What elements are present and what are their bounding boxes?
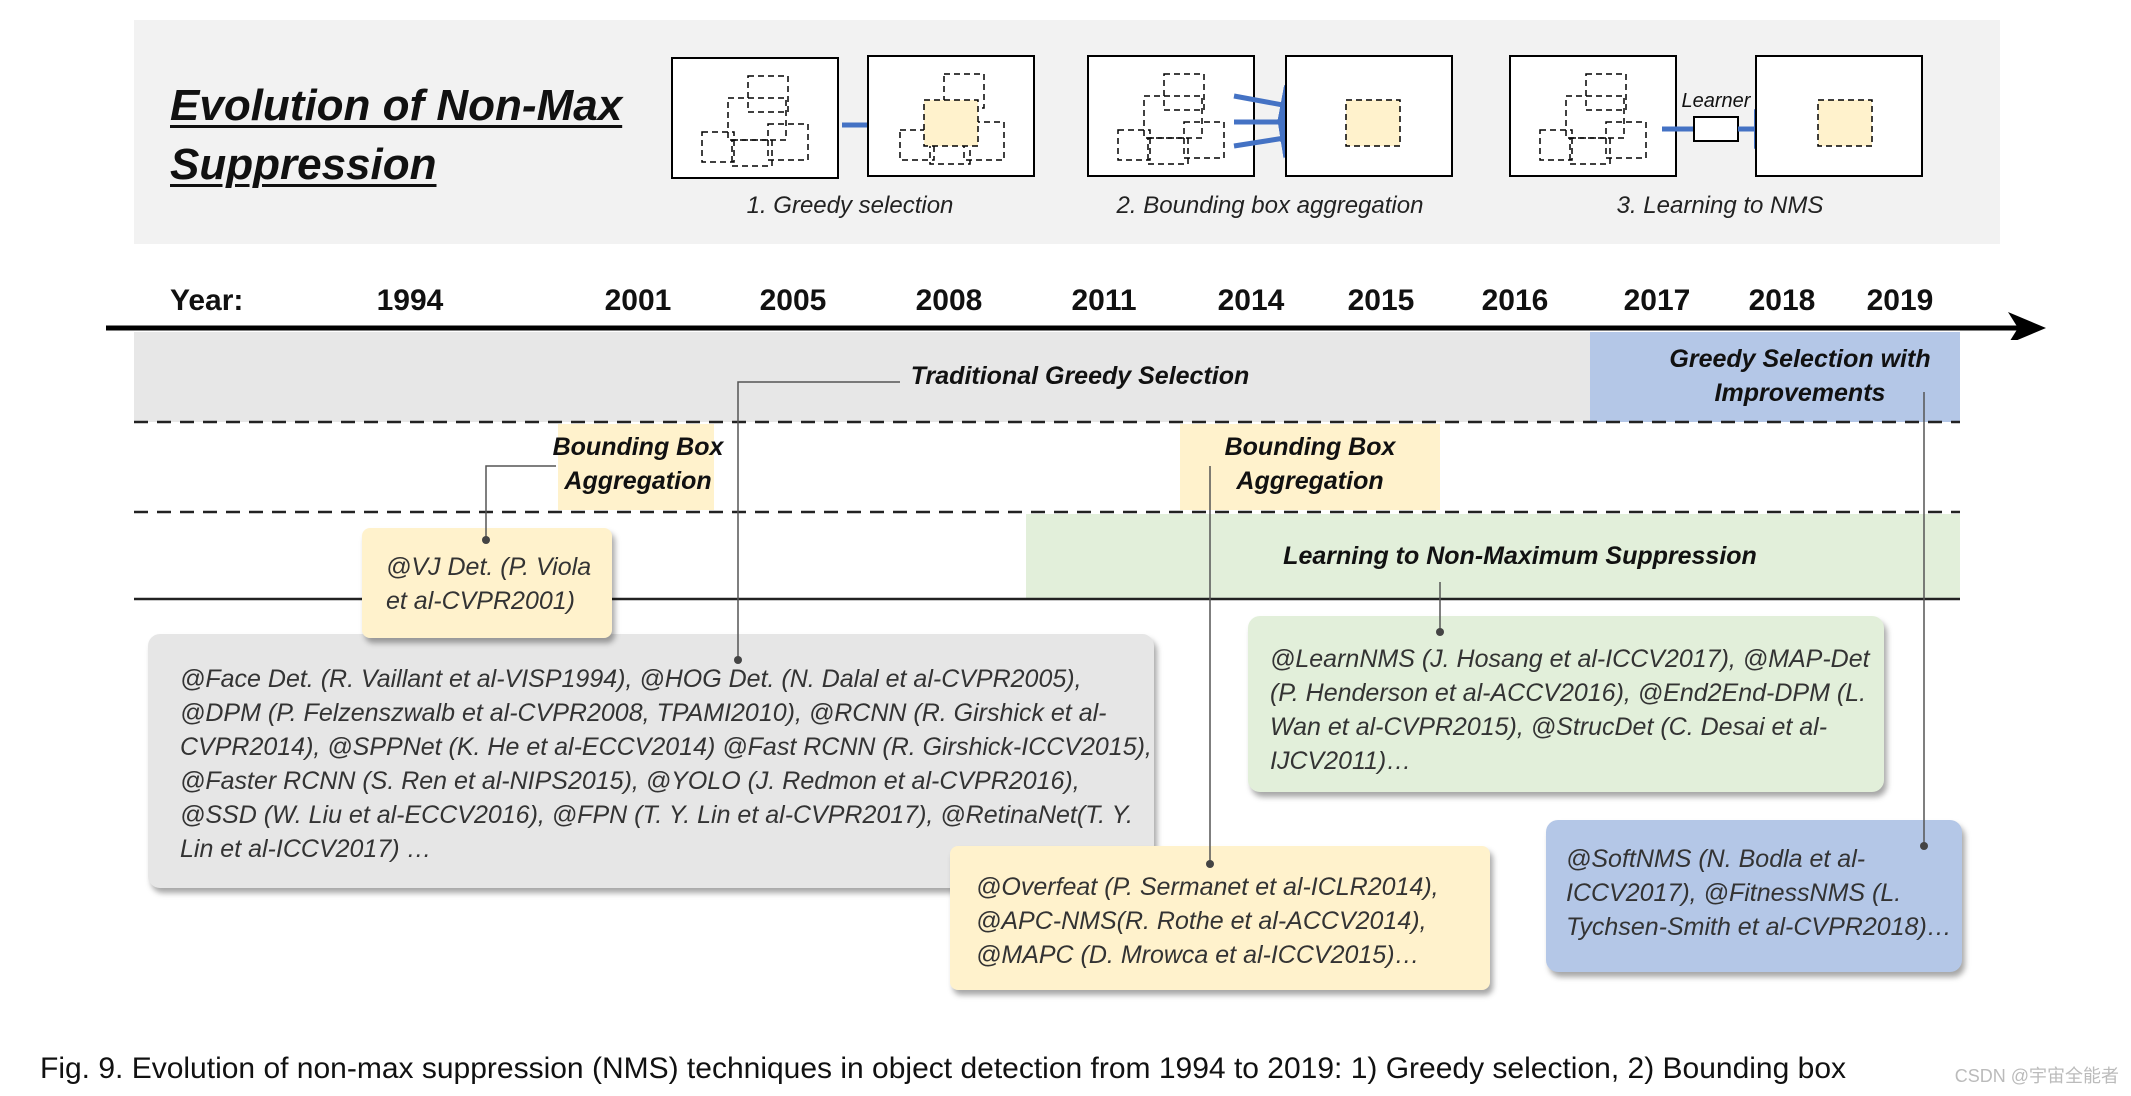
year-label: Year: [170, 284, 244, 317]
method-2-input-panel [1087, 55, 1255, 177]
bba-band-1-label: Bounding Box Aggregation [552, 433, 724, 495]
method-3-label: 3. Learning to NMS [1616, 192, 1824, 219]
method-illustrations: Learner [671, 55, 1923, 179]
method-1-output-panel [867, 55, 1035, 177]
traditional-band [134, 332, 1590, 422]
method-3-input-panel [1509, 55, 1677, 177]
vj-det-text: @VJ Det. (P. Viola et al-CVPR2001) [386, 553, 592, 615]
year-2018: 2018 [1748, 284, 1816, 317]
method-1-label: 1. Greedy selection [746, 192, 954, 219]
timeline-arrowhead-icon [2008, 312, 2046, 340]
year-2019: 2019 [1866, 284, 1934, 317]
title-line-1: Evolution of Non-Max [170, 81, 623, 130]
bba-band-2 [1180, 424, 1440, 510]
bba-band-2-label: Bounding Box Aggregation [1224, 433, 1396, 495]
method-2-label: 2. Bounding box aggregation [1116, 192, 1424, 219]
soft-nms-card: @SoftNMS (N. Bodla et al- ICCV2017), @Fi… [1546, 820, 1962, 972]
vj-det-card: @VJ Det. (P. Viola et al-CVPR2001) [362, 528, 612, 638]
year-2005: 2005 [759, 284, 827, 317]
diagram-title: Evolution of Non-Max Suppression [170, 76, 622, 194]
year-2015: 2015 [1347, 284, 1415, 317]
traditional-methods-text: @Face Det. (R. Vaillant et al-VISP1994),… [180, 665, 1152, 863]
method-1-input-panel [671, 57, 839, 179]
year-2014: 2014 [1217, 284, 1285, 317]
figure-caption: Fig. 9. Evolution of non-max suppression… [40, 1052, 1847, 1085]
method-2-output-panel [1285, 55, 1453, 177]
method-3-output-panel [1755, 55, 1923, 177]
soft-nms-text: @SoftNMS (N. Bodla et al- ICCV2017), @Fi… [1566, 845, 1952, 941]
learning-methods-card: @LearnNMS (J. Hosang et al-ICCV2017), @M… [1248, 616, 1884, 792]
learner-label: Learner [1682, 90, 1752, 112]
connectors [482, 381, 1928, 868]
title-line-2: Suppression [170, 140, 437, 189]
learning-band [1026, 514, 1960, 598]
connector-traditional [737, 381, 900, 660]
learning-band-label: Learning to Non-Maximum Suppression [1283, 542, 1757, 570]
year-2011: 2011 [1071, 284, 1137, 317]
year-2001: 2001 [604, 284, 672, 317]
bba-band-1 [558, 424, 714, 510]
learner-box [1693, 116, 1739, 142]
year-2008: 2008 [915, 284, 983, 317]
traditional-methods-card: @Face Det. (R. Vaillant et al-VISP1994),… [148, 634, 1154, 888]
connector-bba-1 [485, 465, 556, 540]
header-panel [134, 20, 2000, 244]
year-1994: 1994 [376, 284, 444, 317]
greedy-improved-band-label: Greedy Selection with Improvements [1669, 345, 1931, 407]
year-2016: 2016 [1481, 284, 1549, 317]
watermark: CSDN @宇宙全能者 [1954, 1066, 2119, 1086]
bba-methods-text: @Overfeat (P. Sermanet et al-ICLR2014), … [976, 873, 1439, 969]
traditional-band-label: Traditional Greedy Selection [910, 362, 1250, 390]
timeline-axis [106, 312, 2046, 340]
year-2017: 2017 [1623, 284, 1691, 317]
bba-methods-card: @Overfeat (P. Sermanet et al-ICLR2014), … [950, 846, 1490, 990]
learning-methods-text: @LearnNMS (J. Hosang et al-ICCV2017), @M… [1270, 645, 1870, 775]
greedy-improved-band [1590, 332, 1960, 422]
